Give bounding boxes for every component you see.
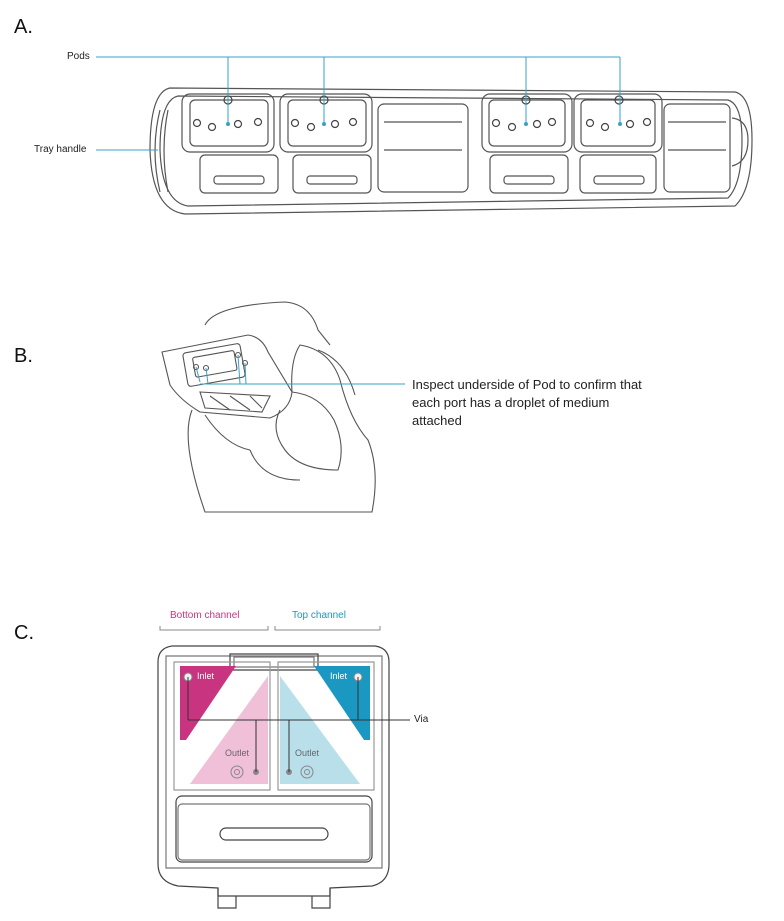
top-channel-inlet-region [314,666,370,740]
tray-handle-label: Tray handle [34,144,87,155]
outlet-left-label: Outlet [225,748,250,758]
outlet-right-label: Outlet [295,748,320,758]
pods-label: Pods [67,51,90,62]
inspect-underside-note: Inspect underside of Pod to confirm that… [412,377,642,428]
panel-a-letter: A. [14,16,33,38]
inlet-left-label: Inlet [197,671,215,681]
panel-c-letter: C. [14,622,34,644]
panel-b-letter: B. [14,345,33,367]
via-label: Via [414,714,429,725]
inlet-right-label: Inlet [330,671,348,681]
bottom-channel-label: Bottom channel [170,610,240,621]
top-channel-outlet-region [280,676,360,784]
bottom-channel-inlet-region [180,666,236,740]
top-channel-label: Top channel [292,610,346,621]
bottom-channel-outlet-region [190,676,268,784]
